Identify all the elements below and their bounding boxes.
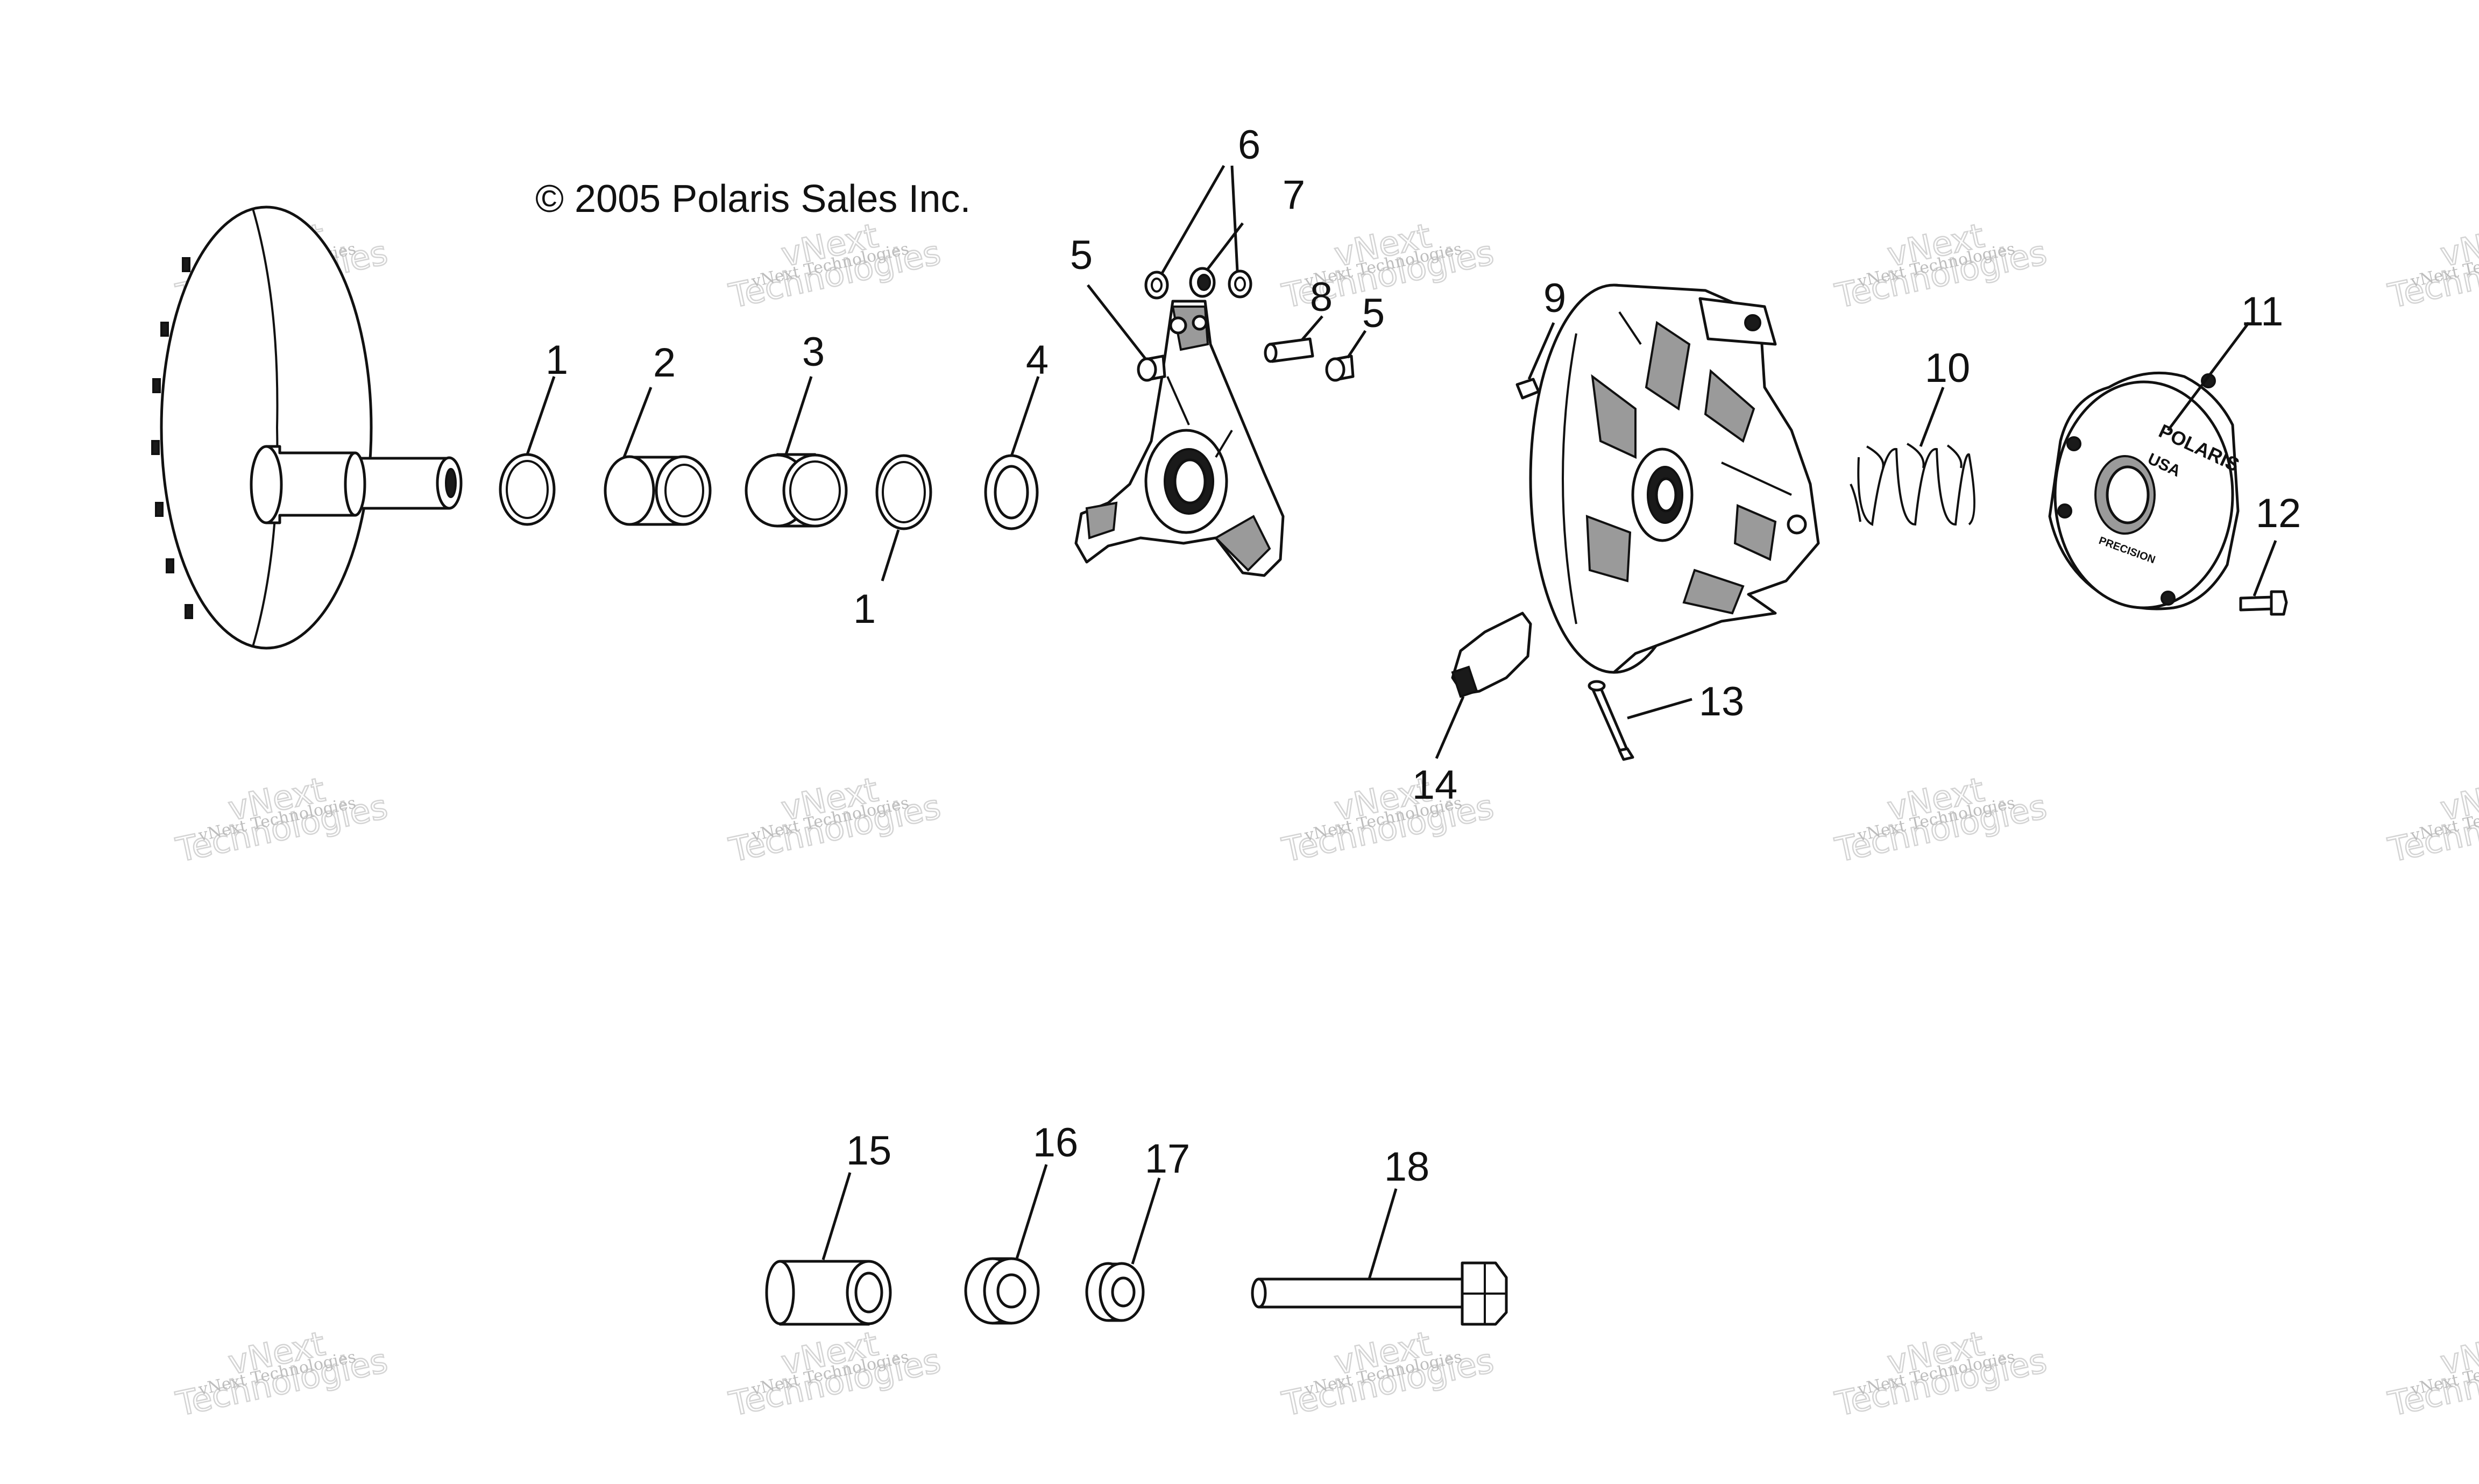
callout-15: 15 — [846, 1128, 892, 1174]
spring-part — [1850, 443, 1975, 527]
roller-part — [1137, 354, 1166, 382]
callout-5-right: 5 — [1362, 290, 1385, 336]
callout-3: 3 — [802, 329, 825, 375]
clutch-cover-part: POLARIS USA PRECISION — [2048, 371, 2243, 610]
spider-part — [1074, 300, 1285, 577]
thick-washer-part — [964, 1257, 1040, 1325]
copyright-text: © 2005 Polaris Sales Inc. — [535, 177, 971, 221]
roller-part-2 — [1325, 354, 1355, 382]
moveable-sheave-part — [151, 205, 463, 650]
bushing-part — [604, 455, 712, 526]
callout-12: 12 — [2256, 491, 2301, 536]
callout-2: 2 — [653, 340, 676, 386]
callout-13: 13 — [1699, 679, 1745, 725]
small-washer-part — [1085, 1262, 1145, 1322]
hex-bolt-part — [1251, 1261, 1508, 1326]
callout-9: 9 — [1543, 275, 1566, 321]
callout-7: 7 — [1283, 172, 1305, 218]
weight-pin-part — [1588, 680, 1634, 761]
fixed-sheave-part — [1529, 283, 1820, 674]
snap-ring-part-2 — [875, 454, 932, 530]
callout-6: 6 — [1238, 122, 1260, 168]
callout-1-lower: 1 — [853, 586, 876, 632]
callout-17: 17 — [1145, 1136, 1191, 1182]
pin-part — [1264, 337, 1314, 363]
set-screw-part — [1515, 378, 1540, 400]
callout-16: 16 — [1033, 1120, 1079, 1166]
callout-1: 1 — [546, 337, 568, 383]
clutch-bushing-part — [745, 453, 848, 528]
callout-11: 11 — [2241, 289, 2284, 335]
snap-ring-part — [499, 453, 556, 526]
callout-labels: 1 2 3 4 1 5 5 6 7 8 9 10 11 12 13 14 15 … — [546, 122, 2301, 1190]
washer-part — [984, 454, 1039, 530]
button-washer-part-2 — [1228, 269, 1252, 299]
callout-10: 10 — [1925, 345, 1971, 391]
callout-14: 14 — [1412, 762, 1458, 808]
leader-lines — [526, 165, 2277, 1280]
button-washer-part — [1144, 271, 1169, 300]
roller-bushing-part — [1189, 267, 1216, 298]
callout-5: 5 — [1070, 232, 1093, 278]
callout-8: 8 — [1310, 274, 1333, 320]
callout-4: 4 — [1026, 337, 1049, 383]
flyweight-part — [1451, 612, 1532, 698]
callout-18: 18 — [1384, 1144, 1430, 1190]
cover-bolt-part — [2239, 590, 2288, 616]
spacer-part — [765, 1260, 892, 1326]
